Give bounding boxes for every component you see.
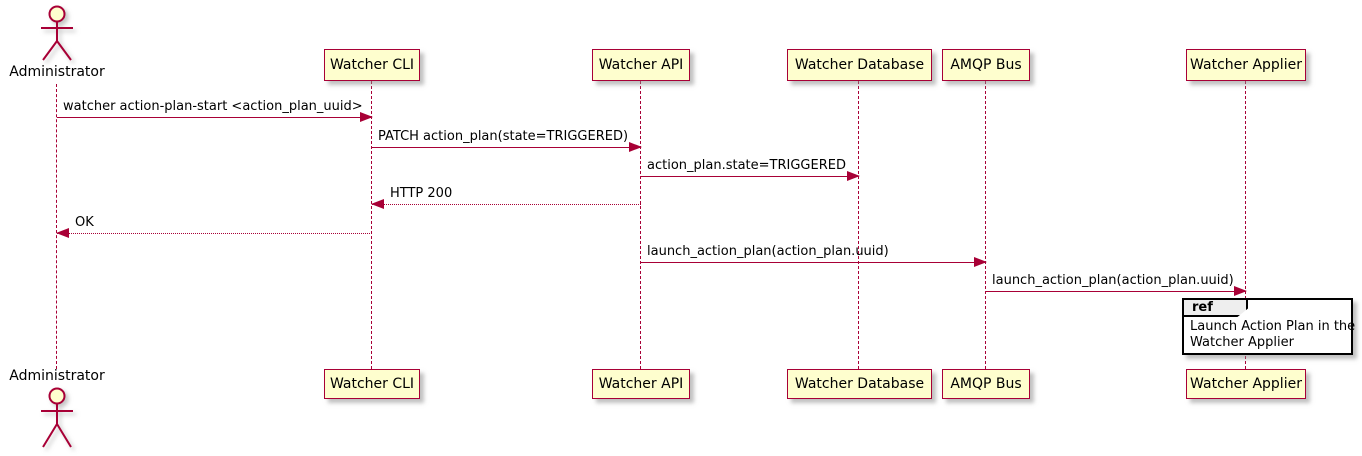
participant-watcher-cli-top: Watcher CLI [324,49,420,81]
participant-watcher-cli-bottom: Watcher CLI [324,369,420,399]
message-line [57,233,372,234]
participant-watcher-database-bottom: Watcher Database [787,369,932,399]
ref-fragment: ref Launch Action Plan in the Watcher Ap… [1182,298,1355,355]
arrowhead-right-icon [847,171,860,181]
participant-watcher-api-bottom: Watcher API [592,369,690,399]
participant-watcher-api-top: Watcher API [592,49,690,81]
message-label: launch_action_plan(action_plan.uuid) [992,273,1234,288]
message-line [641,176,859,177]
administrator-actor-icon [41,5,73,61]
ref-text-line2: Watcher Applier [1190,335,1294,350]
message-label: HTTP 200 [390,186,453,201]
message-label: OK [75,215,94,230]
arrowhead-left-icon [56,228,69,238]
participant-watcher-database-top: Watcher Database [787,49,932,81]
arrowhead-right-icon [974,257,987,267]
ref-body-text: Launch Action Plan in the Watcher Applie… [1190,319,1355,351]
arrowhead-right-icon [1234,286,1247,296]
arrowhead-right-icon [360,112,373,122]
ref-keyword: ref [1182,298,1248,317]
message-line [641,262,986,263]
participant-watcher-applier-bottom: Watcher Applier [1186,369,1306,399]
administrator-label-bottom: Administrator [9,368,105,384]
lifeline-watcher-cli [371,81,372,369]
message-label: watcher action-plan-start <action_plan_u… [63,99,363,114]
participant-amqp-bus-top: AMQP Bus [942,49,1030,81]
message-line [372,204,641,205]
participant-watcher-applier-top: Watcher Applier [1186,49,1306,81]
arrowhead-right-icon [629,142,642,152]
message-line [372,147,641,148]
arrowhead-left-icon [371,199,384,209]
administrator-label-top: Administrator [9,64,105,80]
message-label: PATCH action_plan(state=TRIGGERED) [378,129,629,144]
lifeline-amqp-bus [985,81,986,369]
ref-text-line1: Launch Action Plan in the [1190,319,1356,334]
lifeline-watcher-applier [1245,81,1246,369]
lifeline-watcher-database [858,81,859,369]
message-line [986,291,1246,292]
lifeline-watcher-api [640,81,641,369]
message-line [57,117,372,118]
administrator-actor-icon-bottom [41,387,73,448]
lifeline-administrator [56,84,57,369]
message-label: action_plan.state=TRIGGERED [647,158,846,173]
message-label: launch_action_plan(action_plan.uuid) [647,244,889,259]
participant-amqp-bus-bottom: AMQP Bus [942,369,1030,399]
